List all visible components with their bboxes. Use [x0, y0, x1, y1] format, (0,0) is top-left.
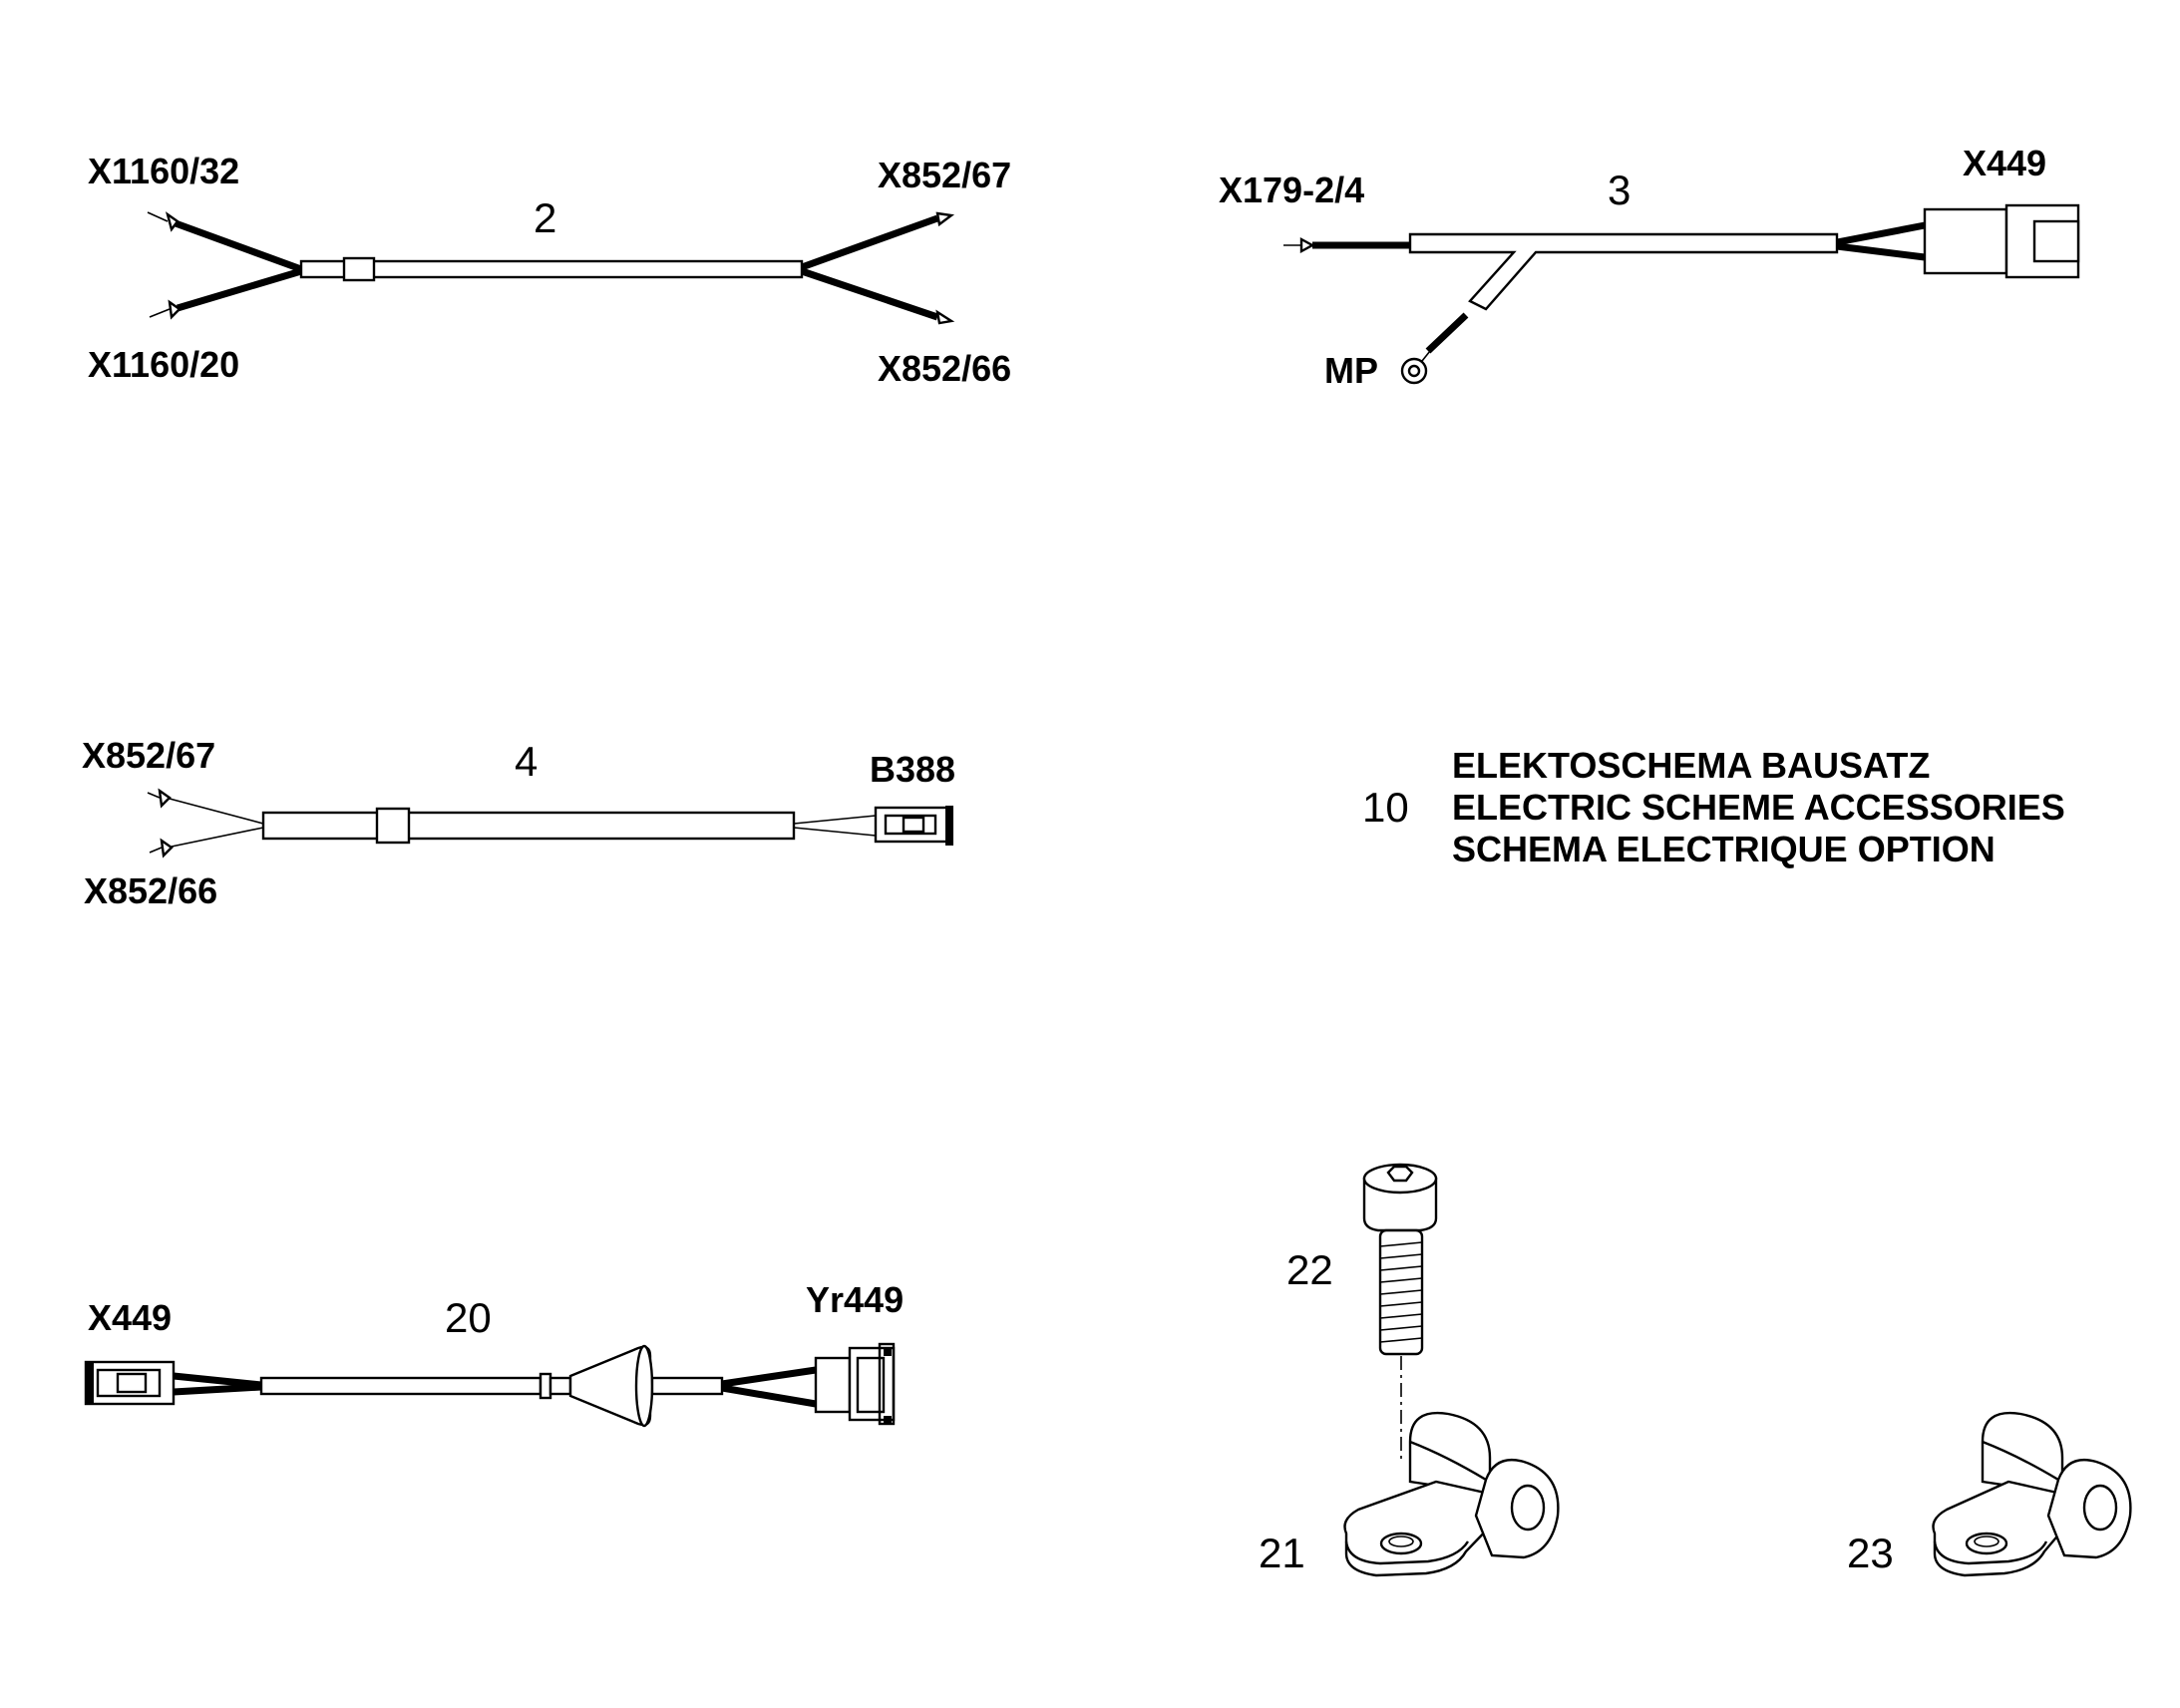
clamp-21: 21 [1259, 1411, 1560, 1577]
screw-22-number: 22 [1286, 1246, 1333, 1293]
screw-22: 22 [1286, 1163, 1438, 1464]
cable-clamp-icon [1932, 1411, 2132, 1577]
connector-b388-icon [874, 806, 953, 846]
cable-2-right-wires [800, 211, 955, 325]
title-line-fr: SCHEMA ELECTRIQUE OPTION [1452, 829, 1996, 869]
ring-terminal-icon [1400, 357, 1428, 385]
clamp-23-number: 23 [1847, 1530, 1894, 1576]
title-line-de: ELEKTOSCHEMA BAUSATZ [1452, 745, 1930, 786]
cable-20-number: 20 [445, 1294, 492, 1341]
cable-2-left-wires [147, 211, 303, 320]
cable-clamp-icon [1343, 1411, 1560, 1577]
cable-2-number: 2 [534, 194, 556, 241]
cable-2-left-bottom-label: X1160/20 [88, 344, 239, 385]
connector-x449-plug-icon [84, 1360, 176, 1406]
cable-4-left-top-label: X852/67 [82, 735, 215, 776]
cable-2-left-top-label: X1160/32 [88, 151, 239, 191]
clamp-23: 23 [1847, 1411, 2132, 1577]
title-line-en: ELECTRIC SCHEME ACCESSORIES [1452, 787, 2065, 828]
clamp-21-number: 21 [1259, 1530, 1305, 1576]
cable-20-right-label: Yr449 [806, 1279, 904, 1320]
cable-20-left-label: X449 [88, 1297, 172, 1338]
socket-head-screw-icon [1362, 1163, 1438, 1356]
cable-20-wiring [84, 1342, 896, 1428]
cable-4-number: 4 [515, 738, 538, 785]
cable-3-ground-label: MP [1324, 350, 1378, 391]
title-block: 10 ELEKTOSCHEMA BAUSATZ ELECTRIC SCHEME … [1362, 745, 2065, 869]
cable-2-sheath [299, 256, 804, 282]
cable-3-wiring [1283, 203, 2080, 385]
cable-3-number: 3 [1608, 167, 1631, 213]
cable-4: X852/67 X852/66 B388 4 [82, 735, 955, 911]
cable-4-left-bottom-label: X852/66 [84, 870, 217, 911]
cable-2: X1160/32 X1160/20 X852/67 X852/66 2 [88, 151, 1011, 389]
cable-2-right-top-label: X852/67 [878, 155, 1011, 195]
cable-20: X449 Yr449 20 [84, 1279, 904, 1428]
cable-4-right-label: B388 [870, 749, 955, 790]
connector-x449-icon [1923, 203, 2080, 279]
cable-3: X179-2/4 X449 MP 3 [1219, 143, 2080, 391]
title-number: 10 [1362, 784, 1409, 831]
cable-4-wiring [147, 788, 953, 858]
cable-2-right-bottom-label: X852/66 [878, 348, 1011, 389]
cable-3-right-label: X449 [1963, 143, 2046, 183]
cable-3-left-label: X179-2/4 [1219, 170, 1364, 210]
connector-yr449-icon [814, 1342, 896, 1426]
